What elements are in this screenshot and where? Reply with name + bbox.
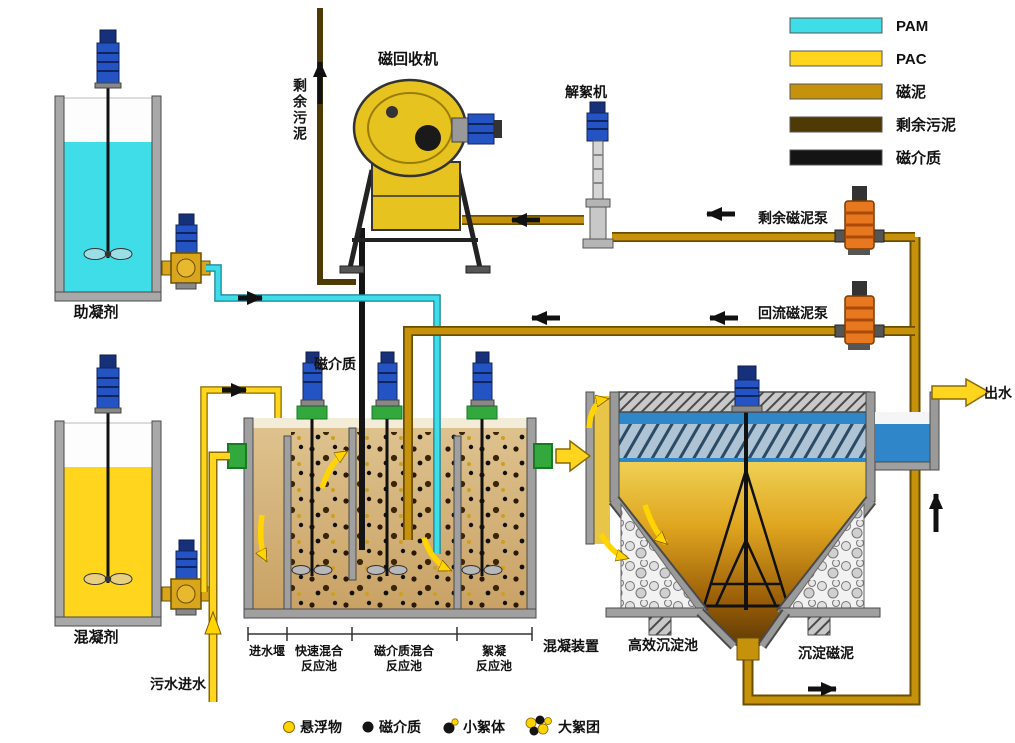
pipe-excess-sludge xyxy=(313,8,356,285)
pipe-pam xyxy=(206,264,441,554)
inlet-weir-label: 进水堰 xyxy=(249,643,285,658)
suspended-solids-label: 悬浮物 xyxy=(299,719,342,735)
legend: PAM PAC 磁泥 剩余污泥 磁介质 xyxy=(789,17,956,167)
particle-legend: 悬浮物 磁介质 小絮体 大絮团 xyxy=(283,715,600,736)
legend-swatch-excess-sludge xyxy=(789,116,883,133)
magnetic-recovery-machine-label: 磁回收机 xyxy=(378,50,438,68)
deflocculator-motor-icon xyxy=(586,112,609,142)
legend-swatch-pac xyxy=(789,50,883,67)
coagulation-device-label: 混凝装置 xyxy=(543,638,599,654)
return-magnetic-sludge-pump-label: 回流磁泥泵 xyxy=(758,305,828,321)
baffle-3 xyxy=(453,435,462,610)
impeller-blade xyxy=(109,573,133,585)
inlet-nozzle xyxy=(227,443,247,469)
rapid-mix-label-line1: 快速混合 xyxy=(295,643,344,658)
media-mix-label-line1: 磁介质混合 xyxy=(373,643,435,658)
coagulant-tank: 混凝剂 xyxy=(54,354,162,646)
flocculation-mixer xyxy=(461,351,503,576)
outlet-nozzle xyxy=(533,443,553,469)
magnetic-media-dot-label: 磁介质 xyxy=(379,719,421,735)
tank-flow-arrow xyxy=(319,449,346,489)
support-block xyxy=(648,616,672,636)
impeller-blade xyxy=(83,573,107,585)
feed-channel xyxy=(594,396,610,544)
legend-label-pam: PAM xyxy=(896,18,928,35)
small-floc-icon xyxy=(443,718,459,734)
settled-magnetic-sludge-label: 沉淀磁泥 xyxy=(798,645,854,661)
rapid-mix-label-line2: 反应池 xyxy=(301,658,337,673)
coagulant-tank-label: 混凝剂 xyxy=(73,628,118,646)
mixer-motor-icon xyxy=(94,354,122,414)
impeller-blade xyxy=(109,248,133,260)
magnetic-recovery-machine: 磁回收机 xyxy=(339,50,502,274)
sed-flow-arrow xyxy=(642,504,666,546)
flow-arrows xyxy=(222,207,943,696)
legend-swatch-magnetic-sludge xyxy=(789,83,883,100)
effluent-water xyxy=(875,424,930,462)
drum-axle xyxy=(415,125,441,151)
small-floc-label: 小絮体 xyxy=(463,719,506,735)
excess-sludge-label: 剩余污泥 xyxy=(292,77,308,142)
frame-leg xyxy=(455,169,483,269)
flocculation-label-line2: 反应池 xyxy=(476,658,512,673)
pam-dosing-pump xyxy=(161,213,211,290)
media-mixer xyxy=(366,351,408,576)
coagulant-aid-tank: 助凝剂 xyxy=(54,29,162,321)
sed-flow-arrow xyxy=(586,399,607,429)
legend-label-pac: PAC xyxy=(896,51,927,68)
large-floc-label: 大絮团 xyxy=(558,719,600,735)
excess-magnetic-sludge-pump-label: 剩余磁泥泵 xyxy=(758,210,828,226)
compartment-bracket: 进水堰 快速混合 反应池 磁介质混合 反应池 絮凝 反应池 xyxy=(247,627,533,673)
sed-flow-arrow xyxy=(598,532,627,558)
pipe-return-magnetic-sludge xyxy=(403,326,915,540)
return-magnetic-sludge-pump: 回流磁泥泵 xyxy=(758,281,885,350)
drum-motor-icon xyxy=(467,113,502,145)
baffle-2 xyxy=(348,427,357,581)
flocculation-label-line1: 絮凝 xyxy=(482,643,507,658)
excess-magnetic-sludge-pump: 剩余磁泥泵 xyxy=(758,186,885,255)
tank-flow-arrow xyxy=(261,514,269,560)
legend-label-magnetic-media: 磁介质 xyxy=(896,149,941,167)
magnetic-media-dot-icon xyxy=(362,721,374,733)
legend-label-excess-sludge: 剩余污泥 xyxy=(896,116,956,134)
settling-zone xyxy=(619,462,866,646)
legend-swatch-pam xyxy=(789,17,883,34)
support-block xyxy=(807,616,831,636)
suspended-solids-icon xyxy=(283,721,295,733)
sedimentation-tank-label: 高效沉淀池 xyxy=(628,637,698,653)
internal-flow-arrows xyxy=(261,399,666,573)
large-floc-icon xyxy=(525,715,552,736)
mixer-motor-icon xyxy=(94,29,122,89)
scraper-drive-motor-icon xyxy=(731,365,763,413)
sewage-flow-arrow xyxy=(204,610,222,635)
rapid-mixer xyxy=(291,351,333,576)
tank-flow-arrow xyxy=(421,537,450,573)
magnetic-drum xyxy=(352,78,468,178)
legend-swatch-magnetic-media xyxy=(789,149,883,166)
gearbox xyxy=(451,117,469,143)
sedimentation-tank xyxy=(585,365,991,661)
magnetic-media-label: 磁介质 xyxy=(314,356,356,372)
coagulant-aid-tank-label: 助凝剂 xyxy=(73,303,118,321)
tank-outlet-arrow xyxy=(555,439,592,473)
impeller-blade xyxy=(83,248,107,260)
deflocculation-machine: 解絮机 xyxy=(565,84,614,249)
lamella-plates xyxy=(619,424,866,458)
effluent-label: 出水 xyxy=(984,385,1013,401)
sewage-inlet-label: 污水进水 xyxy=(150,676,207,692)
media-mix-label-line2: 反应池 xyxy=(386,658,422,673)
pac-dosing-pump xyxy=(161,539,211,616)
legend-label-magnetic-sludge: 磁泥 xyxy=(896,83,926,101)
scraper-truss xyxy=(702,469,790,608)
frame-leg xyxy=(347,169,375,269)
baffle-1 xyxy=(283,435,292,610)
effluent-arrow xyxy=(931,377,991,408)
deflocculation-machine-label: 解絮机 xyxy=(565,84,607,100)
pipe-sewage-inlet xyxy=(204,451,230,702)
